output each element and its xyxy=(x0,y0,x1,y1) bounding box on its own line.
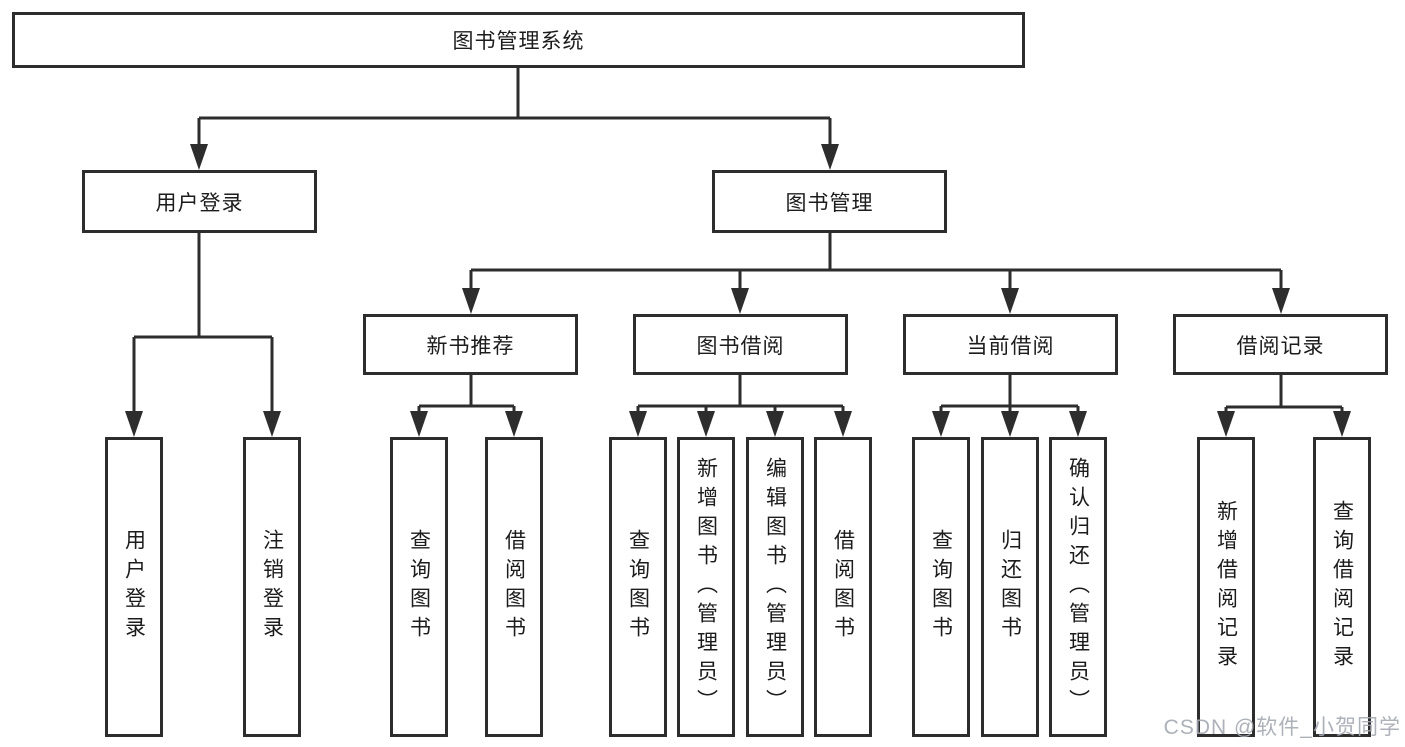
leaf-confirm-return-admin: 确认归还（管理员） xyxy=(1049,437,1107,737)
node-user-login: 用户登录 xyxy=(82,170,317,233)
node-new-book-recommendation: 新书推荐 xyxy=(363,314,578,375)
connector-currentborrow-to-leaves xyxy=(932,375,1087,437)
leaf-add-borrow-record: 新增借阅记录 xyxy=(1197,437,1255,737)
leaf-borrow-book-borrowing: 借阅图书 xyxy=(814,437,872,737)
leaf-add-book-admin: 新增图书（管理员） xyxy=(677,437,735,737)
connector-userlogin-to-leaves xyxy=(125,233,281,437)
connector-bookmgmt-to-level3 xyxy=(462,233,1290,314)
node-book-borrowing: 图书借阅 xyxy=(633,314,848,375)
connector-root-to-level2 xyxy=(190,68,839,170)
node-book-management: 图书管理 xyxy=(712,170,947,233)
csdn-watermark: CSDN @软件_小贺同学 xyxy=(1163,716,1401,739)
leaf-return-book: 归还图书 xyxy=(981,437,1039,737)
leaf-query-borrow-record: 查询借阅记录 xyxy=(1313,437,1371,737)
leaf-borrow-book-recommend: 借阅图书 xyxy=(485,437,543,737)
connector-borrowrecords-to-leaves xyxy=(1217,375,1351,437)
leaf-logout: 注销登录 xyxy=(243,437,301,737)
leaf-query-book-current: 查询图书 xyxy=(912,437,970,737)
node-borrowing-records: 借阅记录 xyxy=(1173,314,1388,375)
leaf-user-login: 用户登录 xyxy=(105,437,163,737)
leaf-query-book-recommend: 查询图书 xyxy=(390,437,448,737)
leaf-edit-book-admin: 编辑图书（管理员） xyxy=(746,437,804,737)
leaf-query-book-borrowing: 查询图书 xyxy=(609,437,667,737)
connector-bookborrow-to-leaves xyxy=(629,375,852,437)
connector-newbookrec-to-leaves xyxy=(410,375,523,437)
node-root-system: 图书管理系统 xyxy=(12,12,1025,68)
node-current-borrowing: 当前借阅 xyxy=(903,314,1118,375)
